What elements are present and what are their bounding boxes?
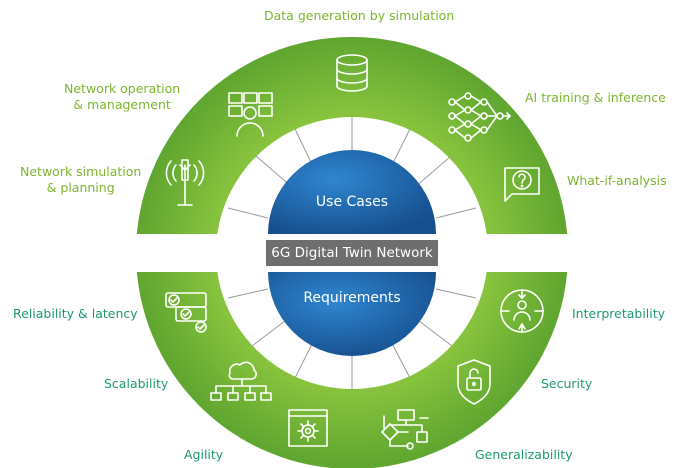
cell-tower-icon <box>165 159 205 206</box>
question-chat-icon <box>504 167 540 202</box>
checklist-icon <box>165 292 207 333</box>
use-case-data-generation: Data generation by simulation <box>264 8 455 23</box>
neural-network-icon <box>448 92 511 142</box>
req-agility: Agility <box>184 447 224 462</box>
use-case-network-operation: Network operation & management <box>64 81 181 112</box>
req-generalizability: Generalizability <box>475 447 573 462</box>
req-scalability: Scalability <box>104 376 169 391</box>
spoke-lines <box>227 117 477 390</box>
req-interpretability: Interpretability <box>572 306 666 321</box>
gear-window-icon <box>288 409 328 447</box>
person-target-icon <box>500 289 544 333</box>
use-case-ai-training: AI training & inference <box>525 90 666 105</box>
use-case-what-if: What-if-analysis <box>567 173 667 188</box>
center-use-cases-disc <box>268 150 436 234</box>
center-requirements-disc <box>268 272 436 356</box>
req-reliability-latency: Reliability & latency <box>13 306 138 321</box>
use-cases-title: Use Cases <box>315 194 389 210</box>
hierarchy-icon <box>210 361 272 401</box>
requirements-title: Requirements <box>303 290 401 306</box>
flowchart-icon <box>381 409 429 450</box>
shield-lock-icon <box>457 359 491 405</box>
req-security: Security <box>541 376 593 391</box>
use-case-network-simulation: Network simulation & planning <box>20 164 142 195</box>
digital-twin-banner: 6G Digital Twin Network <box>266 240 438 266</box>
database-icon <box>336 54 368 92</box>
operator-monitors-icon <box>228 92 273 137</box>
